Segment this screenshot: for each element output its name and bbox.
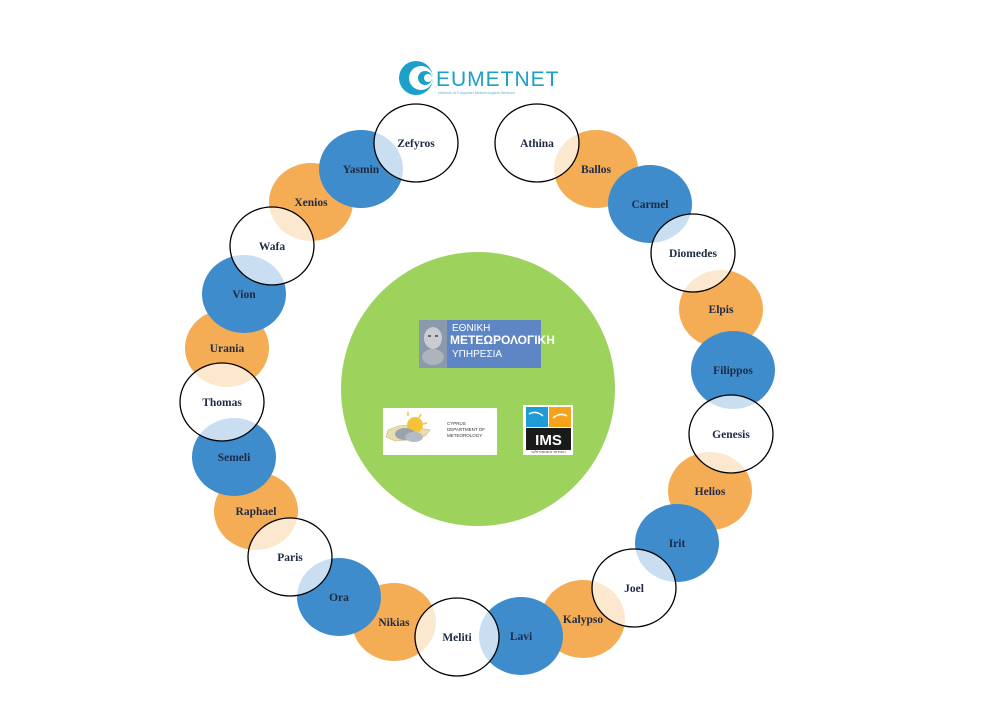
ring-labels: AthinaBallosCarmelDiomedesElpisFilipposG…	[202, 138, 753, 644]
hnms-line1: ΕΘΝΙΚΗ	[452, 323, 490, 334]
name-label-helios: Helios	[695, 486, 726, 498]
name-label-filippos: Filippos	[713, 365, 753, 377]
ims-text: IMS	[535, 432, 562, 449]
ring-overlap-tints	[180, 104, 773, 676]
name-circle-outline-wafa	[229, 206, 315, 286]
sun-cloud-icon	[385, 412, 431, 442]
ims-logo: IMS השירות המטאורולוגי	[523, 405, 573, 455]
cyprus-line1: CYPRUS	[447, 421, 466, 426]
name-circle-outline-zefyros	[373, 103, 459, 183]
cyprus-meteorology-logo: CYPRUS DEPARTMENT OF METEOROLOGY	[383, 408, 497, 455]
name-label-nikias: Nikias	[378, 617, 410, 629]
name-circle-outline-meliti	[414, 597, 500, 677]
name-label-kalypso: Kalypso	[563, 614, 604, 626]
name-label-ballos: Ballos	[581, 164, 612, 176]
name-label-zefyros: Zefyros	[397, 138, 435, 150]
name-circle-wafa	[230, 207, 314, 285]
name-label-joel: Joel	[624, 583, 644, 595]
name-circle-outline-athina	[494, 103, 580, 183]
hnms-logo: ΕΘΝΙΚΗ ΜΕΤΕΩΡΟΛΟΓΙΚΗ ΥΠΗΡΕΣΙΑ	[419, 320, 555, 368]
name-label-elpis: Elpis	[709, 304, 734, 316]
eumetnet-swirl-icon	[399, 61, 433, 95]
statue-head-icon	[419, 320, 447, 368]
name-circle-outline-diomedes	[650, 213, 736, 293]
cyprus-line2: DEPARTMENT OF	[447, 427, 485, 432]
name-circle-meliti	[415, 598, 499, 676]
name-circle-genesis	[689, 395, 773, 473]
name-label-athina: Athina	[520, 138, 554, 150]
name-label-urania: Urania	[210, 343, 245, 355]
ims-subtext: השירות המטאורולוגי	[531, 449, 566, 454]
name-label-semeli: Semeli	[218, 452, 251, 464]
name-circle-outline-thomas	[179, 362, 265, 442]
name-label-yasmin: Yasmin	[343, 164, 380, 176]
name-circle-outline-joel	[591, 548, 677, 628]
name-label-thomas: Thomas	[202, 397, 242, 409]
name-circle-filippos	[691, 331, 775, 409]
name-circle-outline-genesis	[688, 394, 774, 474]
name-label-paris: Paris	[277, 552, 303, 564]
name-label-carmel: Carmel	[631, 199, 668, 211]
name-circle-athina	[495, 104, 579, 182]
name-label-diomedes: Diomedes	[669, 248, 717, 260]
name-label-raphael: Raphael	[236, 506, 277, 518]
name-circle-thomas	[180, 363, 264, 441]
cyprus-line3: METEOROLOGY	[447, 433, 482, 438]
name-label-meliti: Meliti	[442, 632, 472, 644]
name-circle-joel	[592, 549, 676, 627]
map-icon	[526, 407, 571, 427]
center-circle	[341, 252, 615, 526]
eumetnet-logo: EUMETNET Network of European Meteorologi…	[399, 61, 560, 95]
name-label-ora: Ora	[329, 592, 349, 604]
name-circle-paris	[248, 518, 332, 596]
name-label-wafa: Wafa	[259, 241, 285, 253]
name-label-irit: Irit	[669, 538, 686, 550]
ring-outlines	[179, 103, 774, 677]
hnms-line2: ΜΕΤΕΩΡΟΛΟΓΙΚΗ	[450, 333, 555, 347]
name-circle-lavi	[479, 597, 563, 675]
name-label-vion: Vion	[232, 289, 256, 301]
name-label-genesis: Genesis	[712, 429, 750, 441]
name-label-lavi: Lavi	[510, 631, 533, 643]
name-circle-outline-paris	[247, 517, 333, 597]
hnms-line3: ΥΠΗΡΕΣΙΑ	[452, 349, 502, 360]
name-label-xenios: Xenios	[294, 197, 328, 209]
name-circle-diomedes	[651, 214, 735, 292]
eumetnet-logo-tagline: Network of European Meteorological Servi…	[438, 91, 515, 95]
eumetnet-logo-text: EUMETNET	[436, 68, 560, 91]
name-circle-zefyros	[374, 104, 458, 182]
